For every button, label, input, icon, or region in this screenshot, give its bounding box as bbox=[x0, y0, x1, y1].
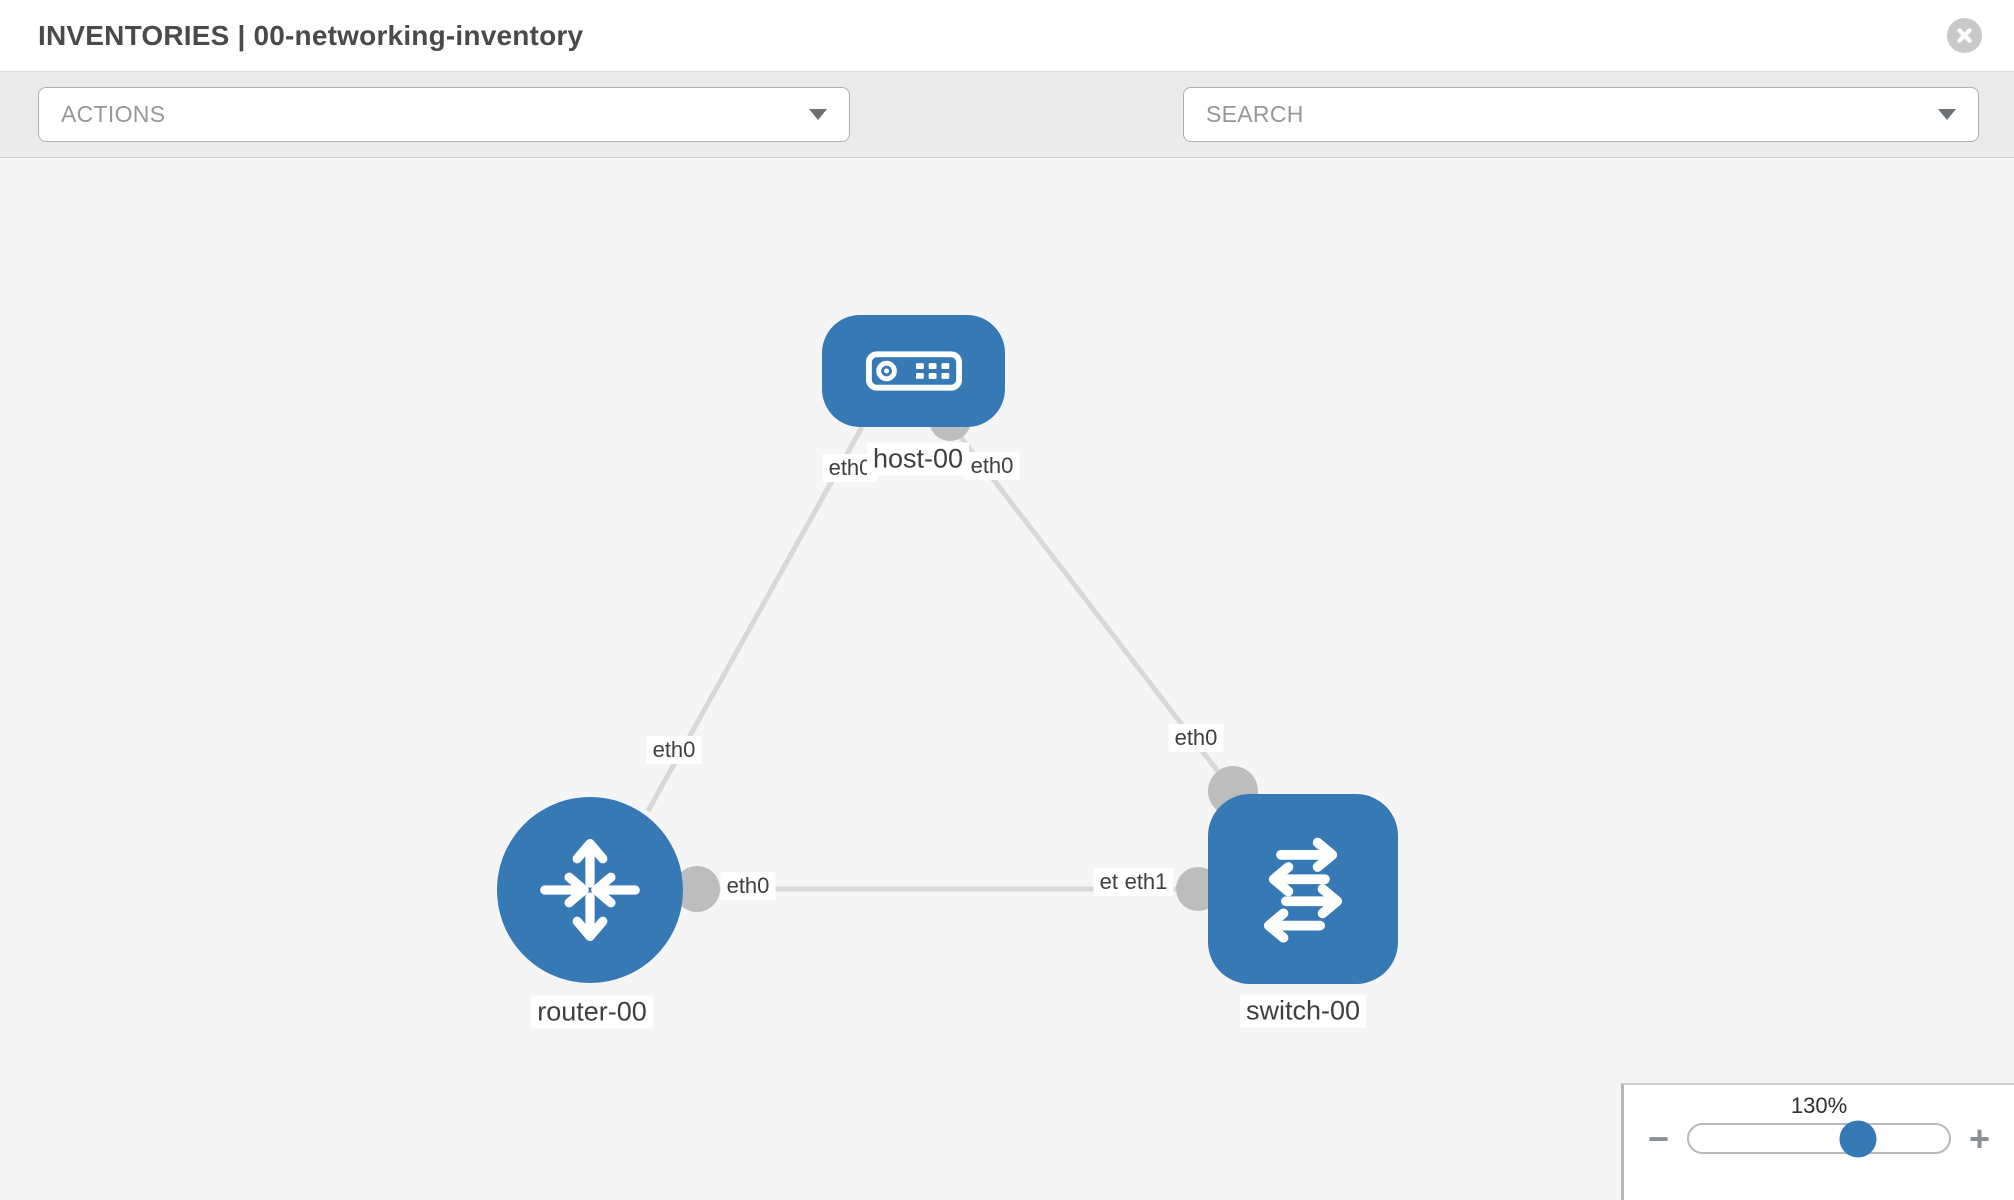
switch-icon bbox=[1263, 837, 1343, 943]
topology-links-layer bbox=[645, 399, 1258, 912]
zoom-out-button[interactable]: − bbox=[1648, 1117, 1670, 1159]
zoom-level: 130% bbox=[1790, 1093, 1848, 1118]
node-switch-00[interactable] bbox=[1208, 794, 1398, 984]
connector-router-right bbox=[674, 866, 720, 912]
node-label-router: router-00 bbox=[531, 995, 653, 1029]
toolbar: ACTIONS SEARCH bbox=[0, 71, 2014, 211]
iface-label-host-right: eth0 bbox=[964, 452, 1020, 480]
chevron-down-icon bbox=[809, 109, 827, 120]
iface-label-switch-left: eth1 bbox=[1118, 868, 1174, 896]
close-icon bbox=[1957, 28, 1972, 43]
zoom-in-button[interactable]: + bbox=[1968, 1117, 1990, 1159]
host-icon bbox=[865, 351, 962, 391]
close-button[interactable] bbox=[1947, 18, 1982, 53]
iface-label-router-top: eth0 bbox=[646, 736, 702, 764]
topology-canvas[interactable]: host-00 router-00 switch-00 eth0 eth0 et… bbox=[0, 158, 2014, 1200]
zoom-slider-thumb[interactable] bbox=[1839, 1120, 1877, 1157]
router-icon bbox=[540, 838, 640, 942]
header: INVENTORIES | 00-networking-inventory bbox=[0, 0, 2014, 71]
page-title: INVENTORIES | 00-networking-inventory bbox=[38, 19, 584, 51]
zoom-slider-row: − + bbox=[1624, 1117, 2014, 1159]
chevron-down-icon bbox=[1938, 109, 1956, 120]
actions-dropdown-label: ACTIONS bbox=[61, 101, 166, 127]
zoom-slider-track[interactable] bbox=[1687, 1120, 1951, 1157]
node-router-00[interactable] bbox=[497, 797, 683, 983]
node-label-switch: switch-00 bbox=[1239, 994, 1367, 1028]
iface-label-router-right: eth0 bbox=[720, 872, 776, 900]
search-dropdown[interactable]: SEARCH bbox=[1183, 87, 1979, 142]
node-host-00[interactable] bbox=[822, 315, 1005, 427]
node-label-host: host-00 bbox=[866, 442, 970, 476]
iface-label-switch-top: eth0 bbox=[1168, 724, 1224, 752]
actions-dropdown[interactable]: ACTIONS bbox=[38, 87, 850, 142]
search-dropdown-label: SEARCH bbox=[1206, 101, 1304, 127]
zoom-panel: 130% − + bbox=[1621, 1083, 2014, 1200]
